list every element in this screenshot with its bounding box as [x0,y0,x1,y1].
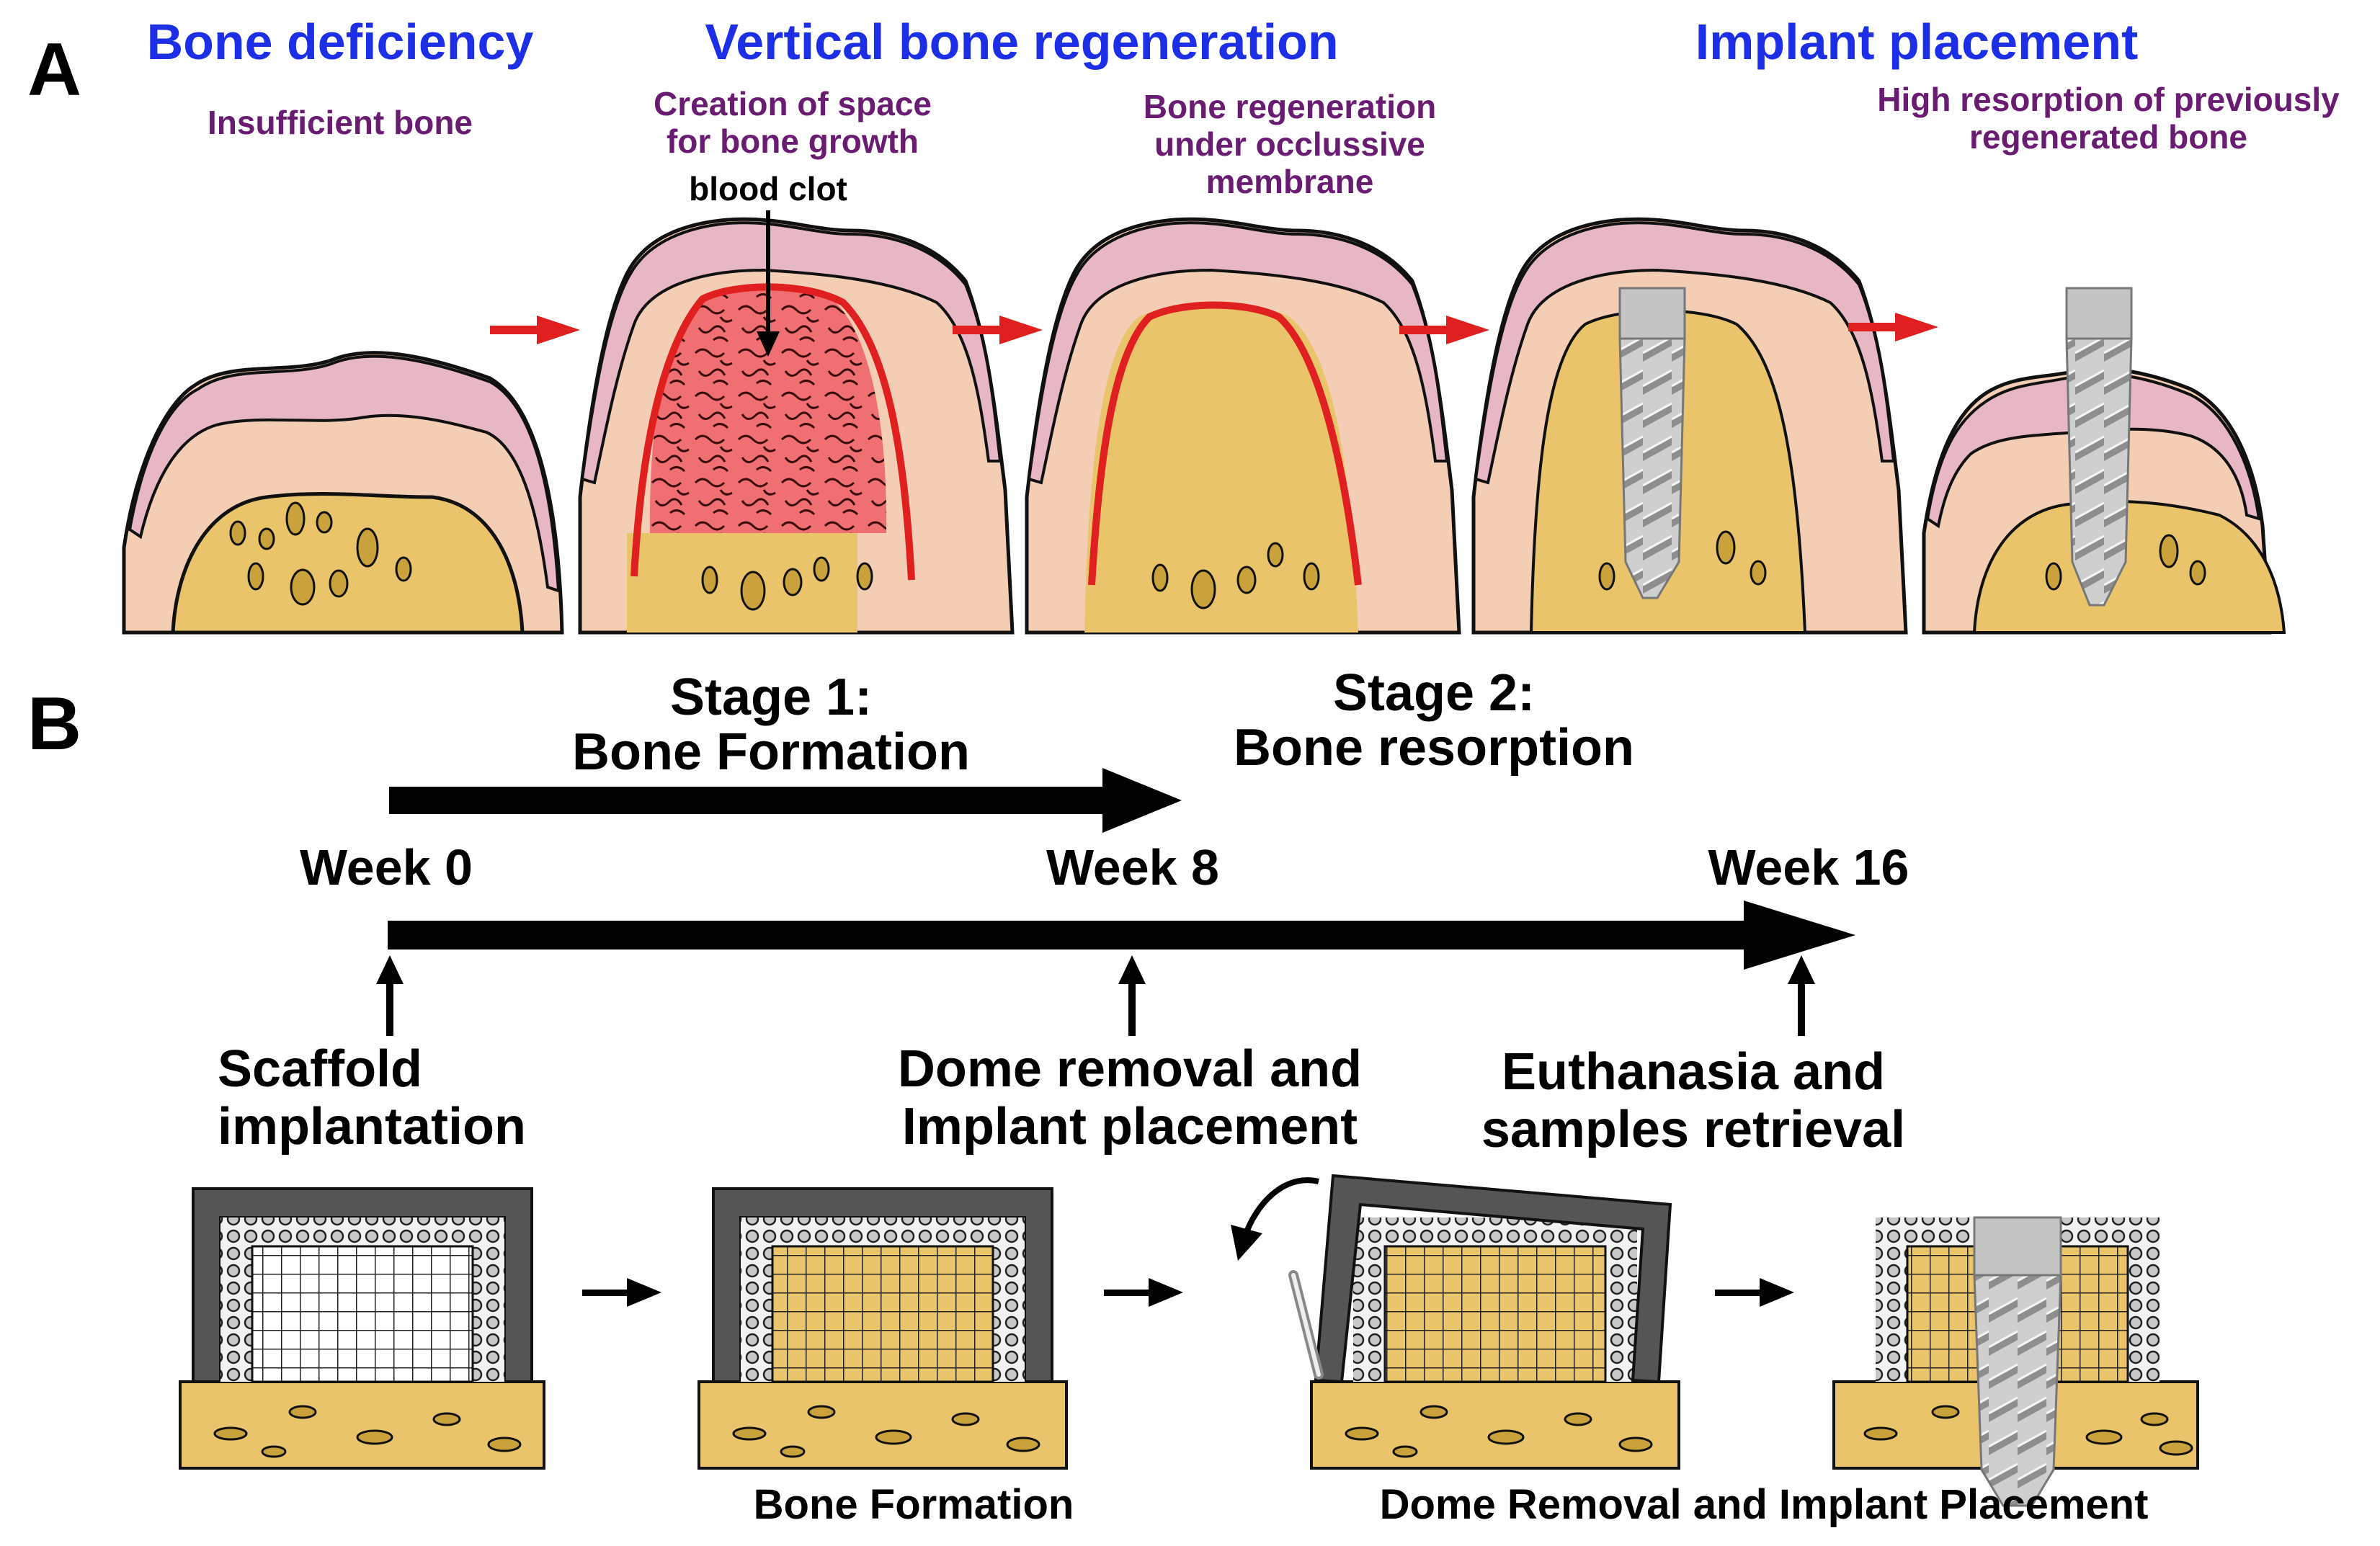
event-dome-1: Dome removal and [898,1040,1362,1098]
week-8-label: Week 8 [1046,839,1219,895]
stage-2-subtitle: Bone resorption [1234,719,1634,777]
dental-implant-icon [1618,287,1686,599]
panel-a-letter: A [27,28,81,112]
stage-1-arrow [389,768,1182,833]
scaffold-bone-formation [697,1187,1068,1470]
red-arrow-icon [953,316,1043,344]
dental-implant-icon [1973,1216,2062,1507]
caption-blood-clot: blood clot [689,170,847,207]
stage-1-title: Stage 1: [670,669,872,726]
heading-vertical-regeneration: Vertical bone regeneration [705,14,1338,70]
event-euthanasia-2: samples retrieval [1481,1101,1905,1158]
scaffold-dome-removal [1231,1174,1680,1470]
ridge-blood-clot [578,210,1015,635]
up-arrow-icon [376,955,404,1036]
stage-2-title: Stage 2: [1333,664,1535,722]
event-scaffold-2: implantation [218,1098,526,1156]
dental-implant-icon [2065,287,2133,607]
caption-insufficient-bone: Insufficient bone [208,104,473,141]
red-arrow-icon [1399,316,1489,344]
right-arrow-icon [1715,1278,1794,1307]
caption-bone-formation: Bone Formation [754,1481,1074,1528]
week-0-label: Week 0 [300,839,473,895]
heading-bone-deficiency: Bone deficiency [147,14,534,70]
panel-b-letter: B [27,682,81,766]
event-euthanasia-1: Euthanasia and [1502,1043,1885,1101]
up-arrow-icon [1118,955,1146,1036]
stage-1-subtitle: Bone Formation [572,723,970,781]
event-dome-2: Implant placement [902,1098,1358,1156]
caption-resorption-1: High resorption of previously [1877,81,2340,118]
caption-regen-1: Bone regeneration [1144,88,1436,125]
timeline-arrow [388,901,1855,970]
caption-resorption-2: regenerated bone [1969,118,2247,156]
red-arrow-icon [490,316,580,344]
week-16-label: Week 16 [1708,839,1909,895]
caption-regen-3: membrane [1206,163,1374,200]
ridge-deficient [122,351,564,635]
caption-creation-1: Creation of space [654,85,932,122]
scaffold-implant-placed [1832,1216,2199,1507]
ridge-regenerated [1025,217,1461,635]
scaffold-empty [179,1187,545,1470]
ridge-implant-placed [1471,217,1908,635]
event-scaffold-1: Scaffold [218,1040,422,1098]
right-arrow-icon [582,1278,661,1307]
caption-creation-2: for bone growth [667,122,919,160]
heading-implant-placement: Implant placement [1695,14,2139,70]
ridge-resorbed [1922,287,2286,635]
caption-regen-2: under occlussive [1154,125,1425,163]
caption-dome-removal: Dome Removal and Implant Placement [1380,1481,2149,1528]
up-arrow-icon [1788,955,1815,1036]
red-arrow-icon [1848,313,1938,341]
right-arrow-icon [1104,1278,1183,1307]
